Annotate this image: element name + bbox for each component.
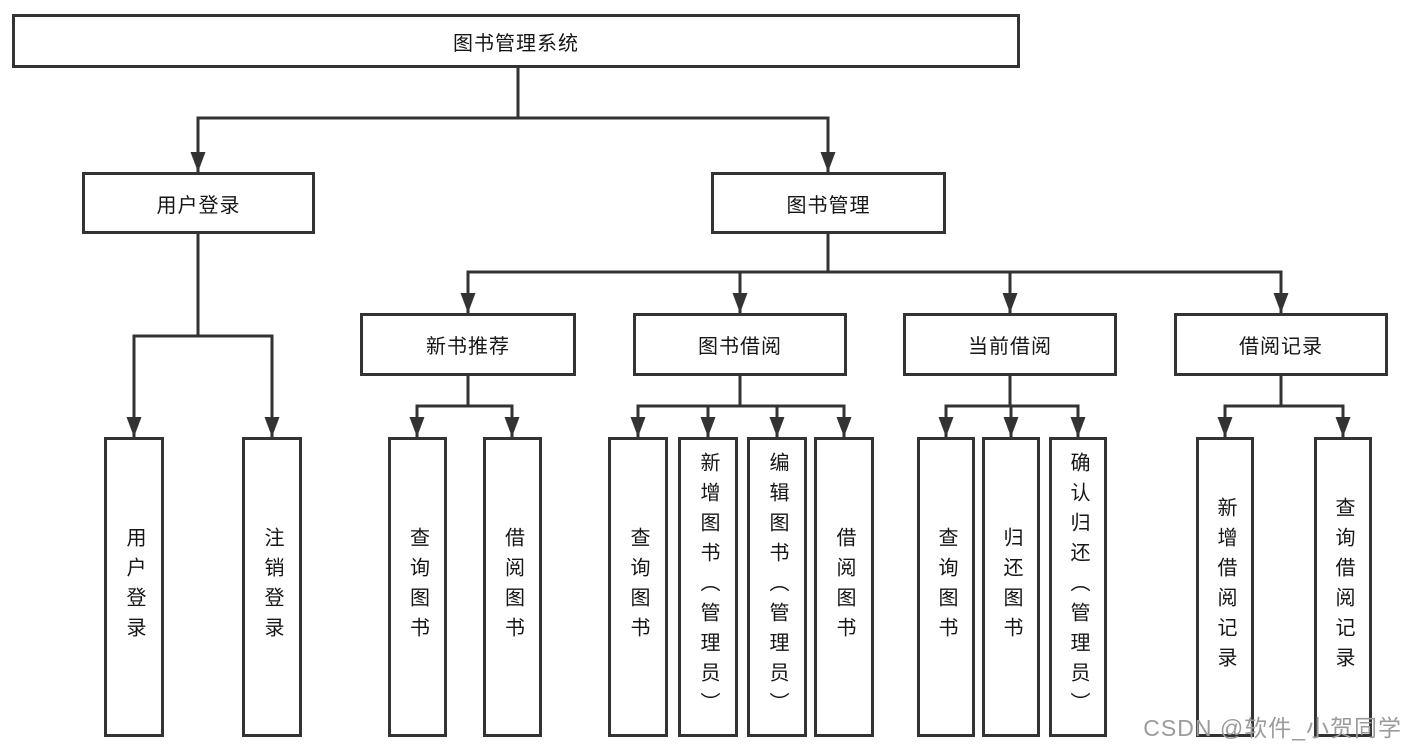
node-borrow-books-action: 借阅图书 <box>814 437 874 737</box>
node-add-books-admin: 新增图书（管理员） <box>678 437 738 737</box>
node-library-management-system: 图书管理系统 <box>12 14 1020 68</box>
node-confirm-return-admin: 确认归还（管理员） <box>1049 437 1107 737</box>
node-return-books: 归还图书 <box>982 437 1040 737</box>
node-book-borrow: 图书借阅 <box>633 313 847 376</box>
node-book-management: 图书管理 <box>711 172 946 234</box>
tree-edges <box>126 66 1351 439</box>
csdn-watermark: CSDN @软件_小贺同学 <box>1143 715 1402 741</box>
node-user-login: 用户登录 <box>82 172 315 234</box>
node-query-books-current: 查询图书 <box>917 437 975 737</box>
node-borrow-books-recommend: 借阅图书 <box>483 437 542 737</box>
node-query-books-recommend: 查询图书 <box>388 437 447 737</box>
node-add-borrow-record: 新增借阅记录 <box>1196 437 1254 737</box>
node-query-borrow-record: 查询借阅记录 <box>1314 437 1372 737</box>
node-user-login-action: 用户登录 <box>104 437 164 737</box>
node-current-borrow: 当前借阅 <box>903 313 1117 376</box>
node-edit-books-admin: 编辑图书（管理员） <box>747 437 807 737</box>
node-query-books-borrow: 查询图书 <box>608 437 668 737</box>
node-borrow-records: 借阅记录 <box>1174 313 1388 376</box>
node-new-book-recommend: 新书推荐 <box>360 313 576 376</box>
node-logout-action: 注销登录 <box>242 437 302 737</box>
